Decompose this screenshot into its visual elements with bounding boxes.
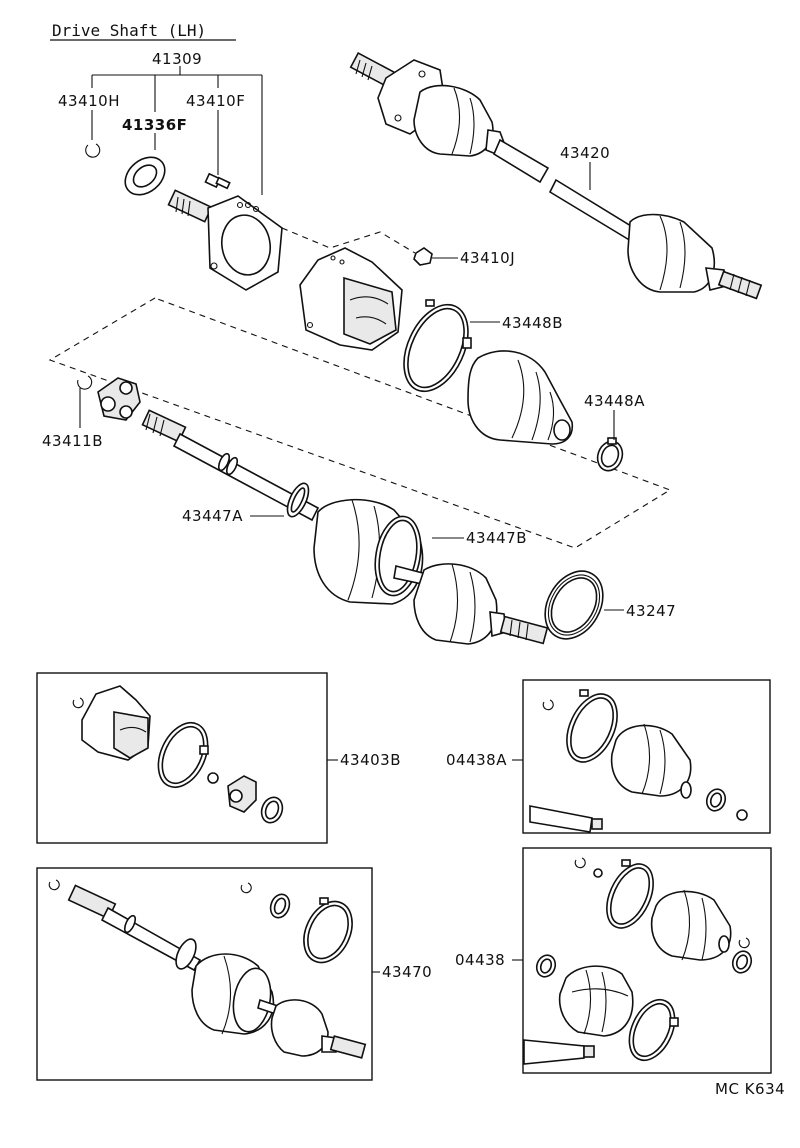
- label-43470: 43470: [382, 963, 432, 981]
- kit-43470-parts: [48, 879, 367, 1059]
- assembly-bracket-41309: [91, 66, 263, 195]
- boot-clamp-43447A: [286, 482, 310, 518]
- label-43247: 43247: [626, 602, 676, 620]
- boot-inboard: [467, 350, 574, 445]
- kit-43403B-parts: [72, 685, 284, 824]
- label-04438A: 04438A: [446, 751, 507, 769]
- drive-shaft-assembly-43420: [349, 51, 763, 300]
- assembly-dashed-lines: [48, 227, 672, 549]
- label-41336F: 41336F: [122, 116, 187, 134]
- diagram-title: Drive Shaft (LH): [52, 21, 206, 40]
- label-04438: 04438: [455, 951, 505, 969]
- label-43447A: 43447A: [182, 507, 243, 525]
- bolt-43410F: [204, 172, 231, 190]
- label-43420: 43420: [560, 144, 610, 162]
- nut-43410J: [413, 247, 433, 266]
- label-43403B: 43403B: [340, 751, 401, 769]
- inner-flange-housing: [167, 189, 283, 291]
- label-43410J: 43410J: [460, 249, 515, 267]
- kit-04438-parts: [523, 857, 753, 1065]
- snap-ring-43411B: [77, 375, 93, 390]
- label-43448A: 43448A: [584, 392, 645, 410]
- kit-box-43470: [36, 867, 373, 1081]
- outer-joint-main: [393, 563, 549, 645]
- dust-cover-43247: [544, 570, 604, 640]
- label-43448B: 43448B: [502, 314, 563, 332]
- inboard-joint-housing: [299, 247, 403, 351]
- label-41309: 41309: [152, 50, 202, 68]
- label-43410H: 43410H: [58, 92, 120, 110]
- kit-box-43403B: [36, 672, 328, 844]
- seal-41336F: [124, 156, 166, 196]
- label-43411B: 43411B: [42, 432, 103, 450]
- tripod-joint: [97, 377, 141, 421]
- label-43447B: 43447B: [466, 529, 527, 547]
- kit-box-04438A: [522, 679, 771, 834]
- boot-outboard-main: [313, 498, 424, 605]
- kit-04438A-parts: [529, 689, 748, 833]
- figure-code: MC K634: [715, 1080, 785, 1098]
- boot-clamp-43448B: [403, 299, 472, 393]
- label-43410F: 43410F: [186, 92, 245, 110]
- snap-ring-43410H: [85, 143, 101, 158]
- intermediate-shaft: [141, 409, 320, 522]
- boot-clamp-43448A: [596, 437, 624, 472]
